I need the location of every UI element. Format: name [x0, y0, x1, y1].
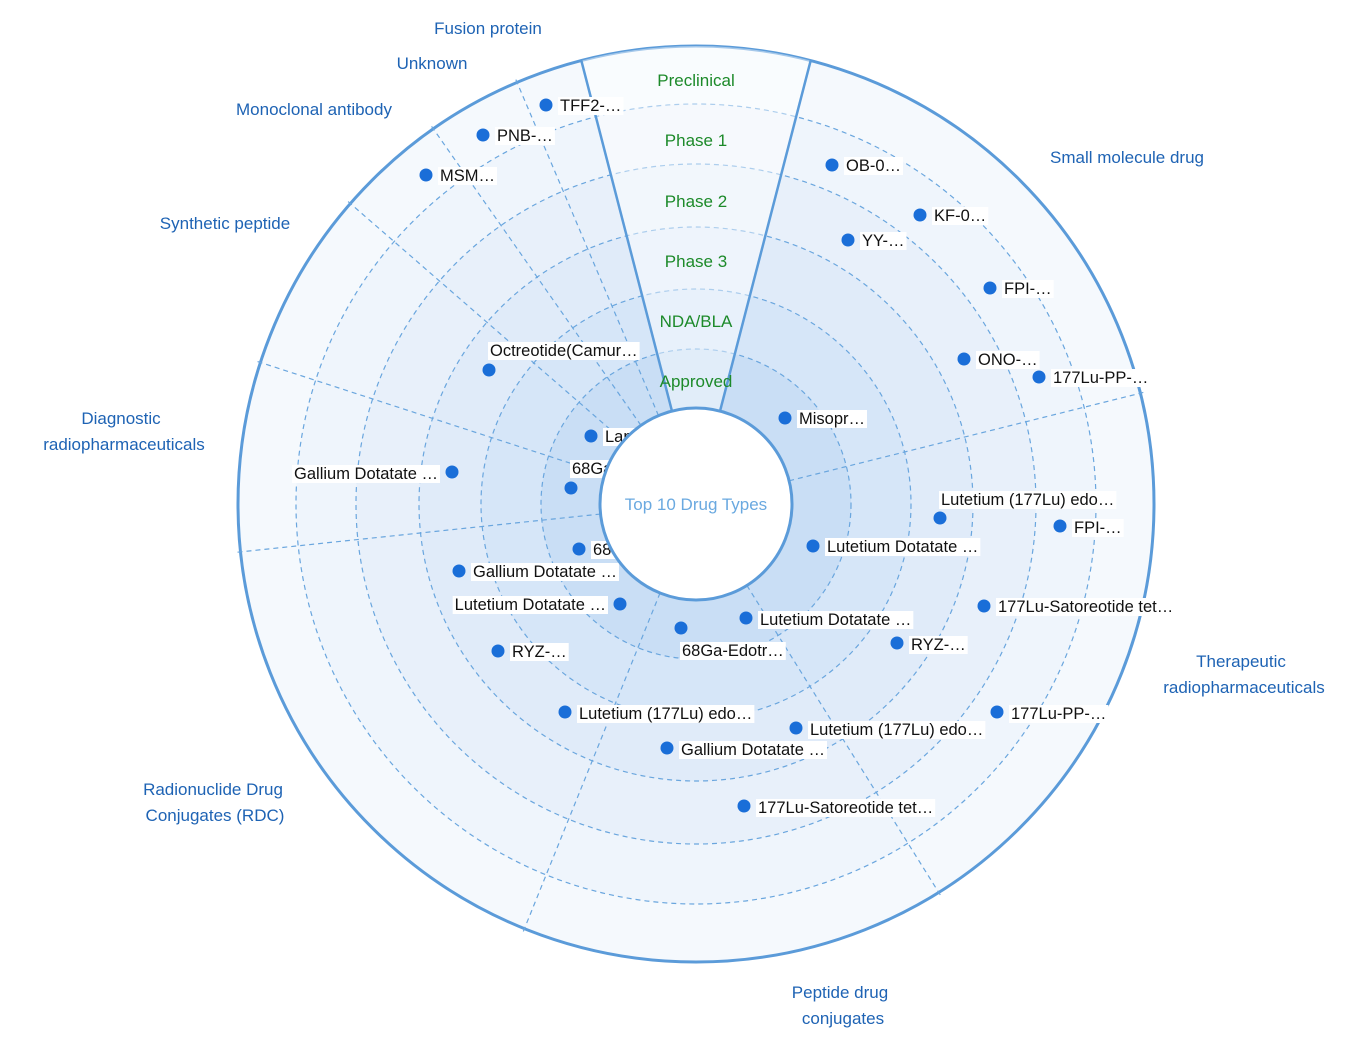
drug-dot[interactable] — [573, 543, 586, 556]
drug-label: Lutetium Dotatate … — [827, 538, 978, 556]
drug-label: 177Lu-Satoreotide tet… — [998, 598, 1173, 616]
drug-dot[interactable] — [984, 282, 997, 295]
drug-type-label: Peptide drugconjugates — [792, 983, 888, 1028]
drug-dot[interactable] — [453, 565, 466, 578]
drug-label: Misopr… — [799, 410, 865, 428]
drug-label: 177Lu-PP-… — [1011, 705, 1106, 723]
phase-label: Phase 1 — [665, 131, 727, 150]
drug-dot[interactable] — [614, 598, 627, 611]
drug-label: OB-0… — [846, 157, 901, 175]
drug-dot[interactable] — [661, 742, 674, 755]
drug-label: YY-… — [862, 232, 905, 250]
phase-label: Preclinical — [657, 71, 734, 90]
drug-dot[interactable] — [420, 169, 433, 182]
drug-point[interactable]: Lutetium Dotatate … — [807, 538, 981, 556]
drug-dot[interactable] — [477, 129, 490, 142]
drug-label: KF-0… — [934, 207, 986, 225]
drug-dot[interactable] — [891, 637, 904, 650]
drug-label: Octreotide(Camur… — [490, 342, 638, 360]
drug-label: Gallium Dotatate … — [681, 741, 825, 759]
drug-dot[interactable] — [779, 412, 792, 425]
drug-point[interactable]: Lutetium Dotatate … — [740, 611, 914, 629]
drug-point[interactable]: Lutetium (177Lu) edo… — [559, 705, 755, 723]
drug-point[interactable]: Gallium Dotatate … — [292, 465, 458, 483]
drug-label: ONO-… — [978, 351, 1038, 369]
phase-label: NDA/BLA — [660, 312, 733, 331]
drug-label: FPI-… — [1074, 519, 1122, 537]
drug-dot[interactable] — [1033, 371, 1046, 384]
drug-dot[interactable] — [826, 159, 839, 172]
drug-dot[interactable] — [565, 482, 578, 495]
drug-type-label: Fusion protein — [434, 19, 542, 38]
drug-dot[interactable] — [492, 645, 505, 658]
drug-dot[interactable] — [807, 540, 820, 553]
drug-dot[interactable] — [559, 706, 572, 719]
drug-type-label: Monoclonal antibody — [236, 100, 392, 119]
drug-label: Lutetium (177Lu) edo… — [579, 705, 752, 723]
drug-label: Lutetium Dotatate … — [760, 611, 911, 629]
drug-point[interactable]: 177Lu-Satoreotide tet… — [978, 598, 1176, 616]
drug-dot[interactable] — [585, 430, 598, 443]
drug-dot[interactable] — [790, 722, 803, 735]
center-label: Top 10 Drug Types — [625, 495, 767, 514]
drug-point[interactable]: Lutetium (177Lu) edo… — [790, 721, 986, 739]
drug-label: Gallium Dotatate … — [294, 465, 438, 483]
drug-dot[interactable] — [540, 99, 553, 112]
drug-type-label: Therapeuticradiopharmaceuticals — [1163, 652, 1325, 697]
phase-label: Phase 2 — [665, 192, 727, 211]
drug-point[interactable]: Gallium Dotatate … — [453, 563, 619, 581]
drug-label: Lutetium Dotatate … — [455, 596, 606, 614]
drug-point[interactable]: 177Lu-Satoreotide tet… — [738, 799, 936, 817]
drug-label: RYZ-… — [512, 643, 567, 661]
drug-label: Lutetium (177Lu) edo… — [810, 721, 983, 739]
drug-type-label: Radionuclide DrugConjugates (RDC) — [143, 780, 284, 825]
drug-dot[interactable] — [1054, 520, 1067, 533]
drug-type-label: Unknown — [397, 54, 468, 73]
drug-dot[interactable] — [675, 622, 688, 635]
drug-type-label: Small molecule drug — [1050, 148, 1204, 167]
drug-label: PNB-… — [497, 127, 553, 145]
drug-label: FPI-… — [1004, 280, 1052, 298]
drug-label: 177Lu-PP-… — [1053, 369, 1148, 387]
drug-point[interactable]: Gallium Dotatate … — [661, 741, 827, 759]
drug-dot[interactable] — [738, 800, 751, 813]
drug-dot[interactable] — [740, 612, 753, 625]
drug-point[interactable]: Lutetium Dotatate … — [453, 596, 627, 614]
drug-type-label: Diagnosticradiopharmaceuticals — [43, 409, 205, 454]
drug-label: 68Ga-Edotr… — [682, 642, 784, 660]
drug-dot[interactable] — [978, 600, 991, 613]
phase-label: Approved — [660, 372, 733, 391]
drug-label: Lutetium (177Lu) edo… — [941, 491, 1114, 509]
drug-label: 177Lu-Satoreotide tet… — [758, 799, 933, 817]
drug-label: TFF2-… — [560, 97, 621, 115]
drug-label: Gallium Dotatate … — [473, 563, 617, 581]
drug-dot[interactable] — [842, 234, 855, 247]
drug-dot[interactable] — [934, 512, 947, 525]
drug-label: RYZ-… — [911, 636, 966, 654]
center-hub: Top 10 Drug Types — [600, 408, 792, 600]
drug-dot[interactable] — [446, 466, 459, 479]
drug-dot[interactable] — [914, 209, 927, 222]
drug-type-label: Synthetic peptide — [160, 214, 290, 233]
phase-label: Phase 3 — [665, 252, 727, 271]
drug-label: MSM… — [440, 167, 495, 185]
drug-dot[interactable] — [958, 353, 971, 366]
drug-dot[interactable] — [991, 706, 1004, 719]
drug-dot[interactable] — [483, 364, 496, 377]
